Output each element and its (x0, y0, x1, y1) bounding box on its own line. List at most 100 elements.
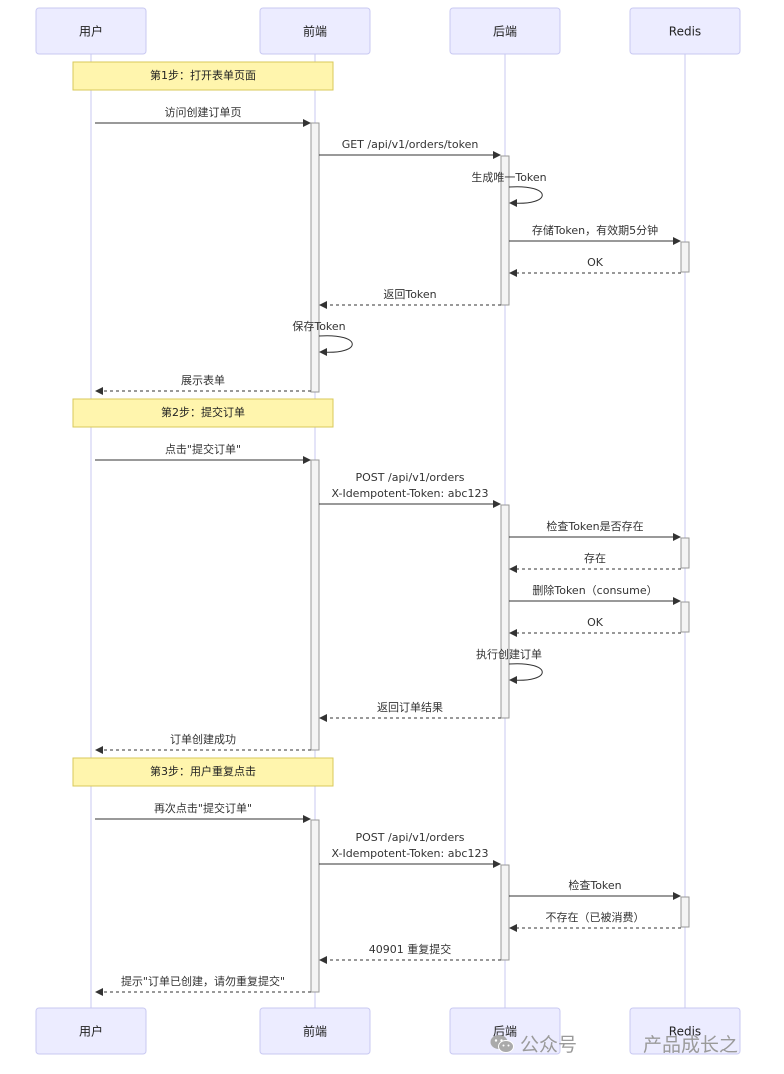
arrowhead (509, 676, 517, 684)
self-message-line (508, 663, 543, 681)
message-label: 返回Token (383, 288, 436, 301)
message: 返回Token (319, 288, 501, 309)
message-label: 返回订单结果 (377, 701, 443, 714)
actor-user-bottom: 用户 (35, 1007, 147, 1055)
arrowhead (319, 956, 327, 964)
message: 订单创建成功 (95, 732, 311, 754)
activation-bar (680, 896, 690, 928)
message: 点击"提交订单" (95, 442, 311, 464)
actor-label: 用户 (79, 24, 103, 39)
activation-bar (680, 601, 690, 633)
actor-redis-bottom: Redis (629, 1007, 741, 1055)
activation-bar (500, 155, 510, 306)
arrowhead (493, 500, 501, 508)
arrowhead (95, 387, 103, 395)
message-label: 存在 (584, 551, 606, 565)
message-label: 删除Token（consume） (532, 583, 657, 597)
message: 删除Token（consume） (509, 583, 681, 605)
self-message-line (508, 186, 543, 204)
message-label: 再次点击"提交订单" (154, 801, 252, 815)
step-note: 第2步：提交订单 (72, 398, 334, 428)
actor-redis-top: Redis (629, 7, 741, 55)
message-label: 检查Token是否存在 (546, 519, 643, 533)
arrowhead (95, 988, 103, 996)
message-label: 不存在（已被消费） (546, 910, 645, 924)
message-label: POST /api/v1/orders (356, 831, 465, 844)
arrowhead (509, 629, 517, 637)
message-label: 保存Token (292, 319, 345, 333)
arrowhead (673, 237, 681, 245)
activation-bar (310, 459, 320, 751)
step-note: 第3步：用户重复点击 (72, 757, 334, 787)
arrowhead (303, 456, 311, 464)
message: 提示"订单已创建，请勿重复提交" (95, 974, 311, 996)
watermark-left-text: 公众号 (519, 1034, 577, 1056)
message: OK (509, 616, 681, 637)
message-label: 存储Token，有效期5分钟 (532, 223, 658, 237)
message: 存在 (509, 551, 681, 573)
arrowhead (673, 533, 681, 541)
arrowhead (509, 269, 517, 277)
message: 检查Token是否存在 (509, 519, 681, 541)
arrowhead (319, 714, 327, 722)
activation-bar (500, 864, 510, 961)
actor-label: Redis (669, 25, 701, 39)
actor-box (35, 1007, 147, 1055)
actor-box (259, 7, 371, 55)
watermark-right-text: 产品成长之 (642, 1034, 738, 1056)
note-box (72, 757, 334, 787)
actor-fe-bottom: 前端 (259, 1007, 371, 1055)
note-box (72, 398, 334, 428)
message: 检查Token (509, 878, 681, 900)
message-label: 生成唯一Token (471, 170, 546, 184)
message: 再次点击"提交订单" (95, 801, 311, 823)
actor-label: 后端 (493, 25, 517, 39)
message-label: 点击"提交订单" (165, 442, 241, 456)
actor-box (35, 7, 147, 55)
activation-bar (680, 241, 690, 273)
message-label: OK (587, 616, 604, 629)
actor-box (449, 7, 561, 55)
arrowhead (95, 746, 103, 754)
actor-be-top: 后端 (449, 7, 561, 55)
arrowhead (319, 348, 327, 356)
message: 存储Token，有效期5分钟 (509, 223, 681, 245)
message: OK (509, 256, 681, 277)
arrowhead (493, 860, 501, 868)
message-label: 40901 重复提交 (369, 942, 452, 956)
actor-box (629, 7, 741, 55)
message: 执行创建订单 (476, 647, 543, 684)
message-label: X-Idempotent-Token: abc123 (332, 487, 489, 500)
arrowhead (493, 151, 501, 159)
activation-bar (310, 122, 320, 393)
note-label: 第3步：用户重复点击 (150, 764, 256, 778)
step-note: 第1步：打开表单页面 (72, 61, 334, 91)
actor-label: 前端 (303, 1024, 327, 1039)
actor-box (629, 1007, 741, 1055)
note-label: 第2步：提交订单 (161, 405, 245, 419)
arrowhead (303, 119, 311, 127)
actor-user-top: 用户 (35, 7, 147, 55)
arrowhead (673, 892, 681, 900)
activation-bar (680, 537, 690, 569)
message: 40901 重复提交 (319, 942, 501, 964)
message-label: X-Idempotent-Token: abc123 (332, 847, 489, 860)
message-label: 提示"订单已创建，请勿重复提交" (121, 974, 285, 988)
message-label: POST /api/v1/orders (356, 471, 465, 484)
message: 不存在（已被消费） (509, 910, 681, 932)
message: 返回订单结果 (319, 701, 501, 722)
message-label: 订单创建成功 (170, 732, 236, 746)
message: 展示表单 (95, 373, 311, 395)
self-message-line (318, 335, 353, 353)
wechat-icon (490, 1034, 514, 1053)
actor-box (449, 1007, 561, 1055)
actor-label: 用户 (79, 1024, 103, 1039)
actor-label: Redis (669, 1025, 701, 1039)
message: GET /api/v1/orders/token (319, 138, 501, 159)
